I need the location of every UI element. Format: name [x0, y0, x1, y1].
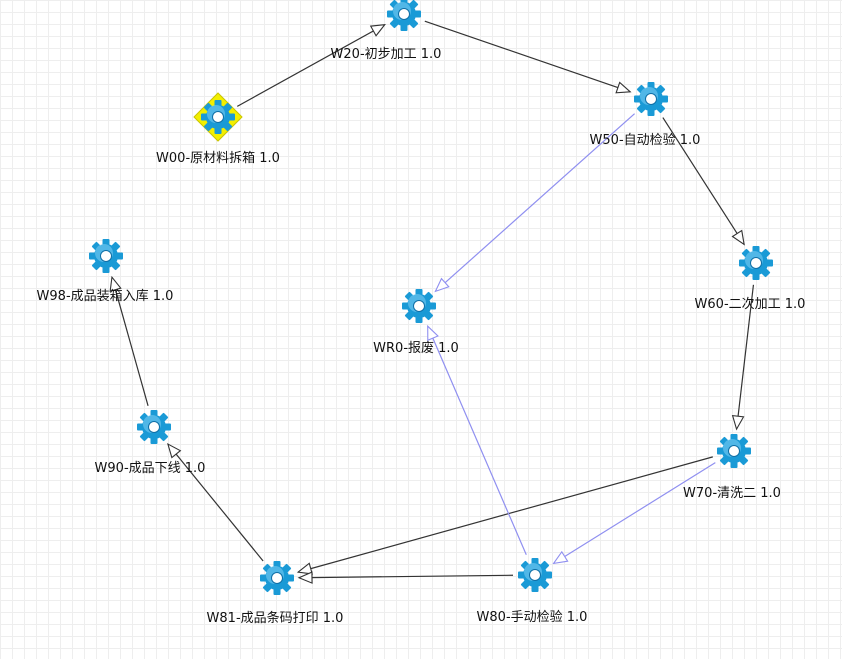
edge-w80-w81[interactable]	[297, 571, 514, 584]
arrowhead	[369, 23, 386, 37]
edge-w50-w60[interactable]	[662, 117, 745, 246]
edge-w81-w90[interactable]	[167, 442, 264, 562]
gear-icon	[738, 245, 774, 281]
node-w98[interactable]: W98-成品装箱入库 1.0	[37, 238, 174, 304]
edge-w70-w80[interactable]	[552, 462, 716, 565]
node-w70[interactable]: W70-清洗二 1.0	[683, 433, 781, 501]
node-label: W20-初步加工 1.0	[331, 47, 442, 62]
gear-icon	[259, 560, 295, 596]
gear-icon	[517, 557, 553, 593]
gear-icon	[88, 238, 124, 274]
node-label: W80-手动检验 1.0	[477, 609, 588, 625]
node-wr0[interactable]: WR0-报废 1.0	[373, 288, 459, 356]
edge-w20-w50[interactable]	[424, 20, 632, 94]
edge-w80-wr0[interactable]	[427, 324, 527, 556]
gear-icon	[386, 0, 422, 32]
node-w20[interactable]: W20-初步加工 1.0	[331, 0, 442, 62]
edge-w90-w98[interactable]	[109, 275, 149, 406]
arrowhead	[296, 562, 313, 575]
node-label: W60-二次加工 1.0	[695, 296, 806, 312]
edge-w00-w20[interactable]	[236, 23, 386, 107]
arrowhead	[731, 414, 745, 431]
gear-icon	[136, 409, 172, 445]
arrowhead	[731, 229, 745, 246]
arrowhead	[615, 81, 632, 94]
arrowhead	[109, 275, 122, 292]
gear-icon	[633, 81, 669, 117]
node-w81[interactable]: W81-成品条码打印 1.0	[207, 560, 344, 626]
node-label: W98-成品装箱入库 1.0	[37, 288, 174, 304]
node-label: W90-成品下线 1.0	[95, 461, 206, 476]
node-w80[interactable]: W80-手动检验 1.0	[477, 557, 588, 625]
node-w50[interactable]: W50-自动检验 1.0	[590, 81, 701, 148]
gear-icon	[716, 433, 752, 469]
arrowhead	[552, 550, 569, 565]
node-label: W81-成品条码打印 1.0	[207, 610, 344, 626]
edges	[109, 20, 755, 584]
node-w90[interactable]: W90-成品下线 1.0	[95, 409, 206, 476]
arrowhead	[427, 324, 439, 342]
gear-icon	[200, 99, 236, 135]
gear-icon	[401, 288, 437, 324]
edge-w70-w81[interactable]	[296, 456, 713, 575]
arrowhead	[297, 571, 313, 584]
arrowhead	[434, 277, 450, 293]
node-w00[interactable]: W00-原材料拆箱 1.0	[156, 92, 280, 166]
node-label: W70-清洗二 1.0	[683, 486, 781, 501]
edge-w60-w70[interactable]	[731, 284, 755, 431]
arrowhead	[167, 442, 182, 459]
node-label: W50-自动检验 1.0	[590, 132, 701, 148]
node-label: WR0-报废 1.0	[373, 340, 459, 356]
edge-w50-wr0[interactable]	[434, 113, 635, 293]
node-w60[interactable]: W60-二次加工 1.0	[695, 245, 806, 312]
node-label: W00-原材料拆箱 1.0	[156, 150, 280, 166]
